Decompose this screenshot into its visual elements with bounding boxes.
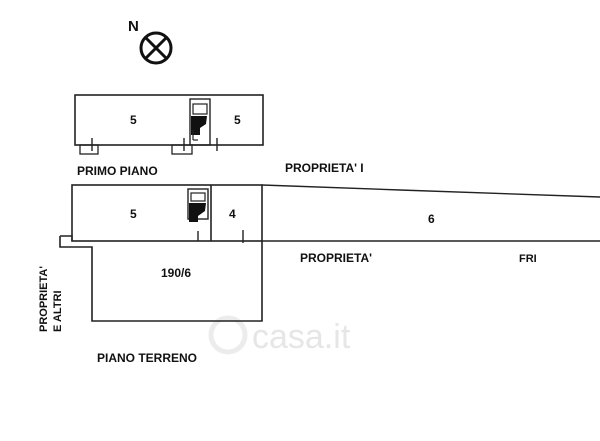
upper-room-left-number: 5 (130, 113, 137, 127)
upper-room-right-number: 5 (234, 113, 241, 127)
upper-stair-box (189, 98, 211, 146)
north-compass-icon (139, 31, 173, 65)
upper-floor-outline (74, 94, 264, 146)
north-letter: N (128, 18, 139, 35)
ground-floor-label: PIANO TERRENO (97, 351, 197, 365)
neighbor-bottom-right-label: FRI (519, 253, 537, 265)
lower-room-outline (59, 236, 263, 322)
ground-stair-landing (190, 192, 206, 202)
neighbor-left-label-line1: PROPRIETA' (38, 266, 50, 332)
neighbor-bottom-label: PROPRIETA' (300, 251, 372, 265)
ground-room-middle-number: 4 (229, 207, 236, 221)
lower-room-number: 190/6 (161, 266, 191, 280)
upper-stair-landing (192, 103, 208, 115)
upper-stair-icon (191, 116, 207, 135)
upper-balcony-left (79, 144, 99, 155)
watermark-text: casa.it (252, 318, 351, 356)
ground-room-left-number: 5 (130, 207, 137, 221)
ground-floor-outline (71, 184, 263, 242)
upper-floor-label: PRIMO PIANO (77, 164, 158, 178)
corridor-top-wall (261, 184, 600, 198)
ground-stair-icon (189, 203, 206, 222)
neighbor-top-label: PROPRIETA' I (285, 161, 364, 175)
upper-floor: 5 5 (74, 94, 264, 155)
watermark-logo-icon (208, 315, 248, 355)
upper-balcony-right (171, 144, 193, 155)
ground-floor: 5 4 6 190/6 (59, 184, 600, 322)
watermark: casa.it (208, 315, 351, 356)
corridor-room-number: 6 (428, 212, 435, 226)
neighbor-left-label-line2: E ALTRI (52, 290, 64, 332)
